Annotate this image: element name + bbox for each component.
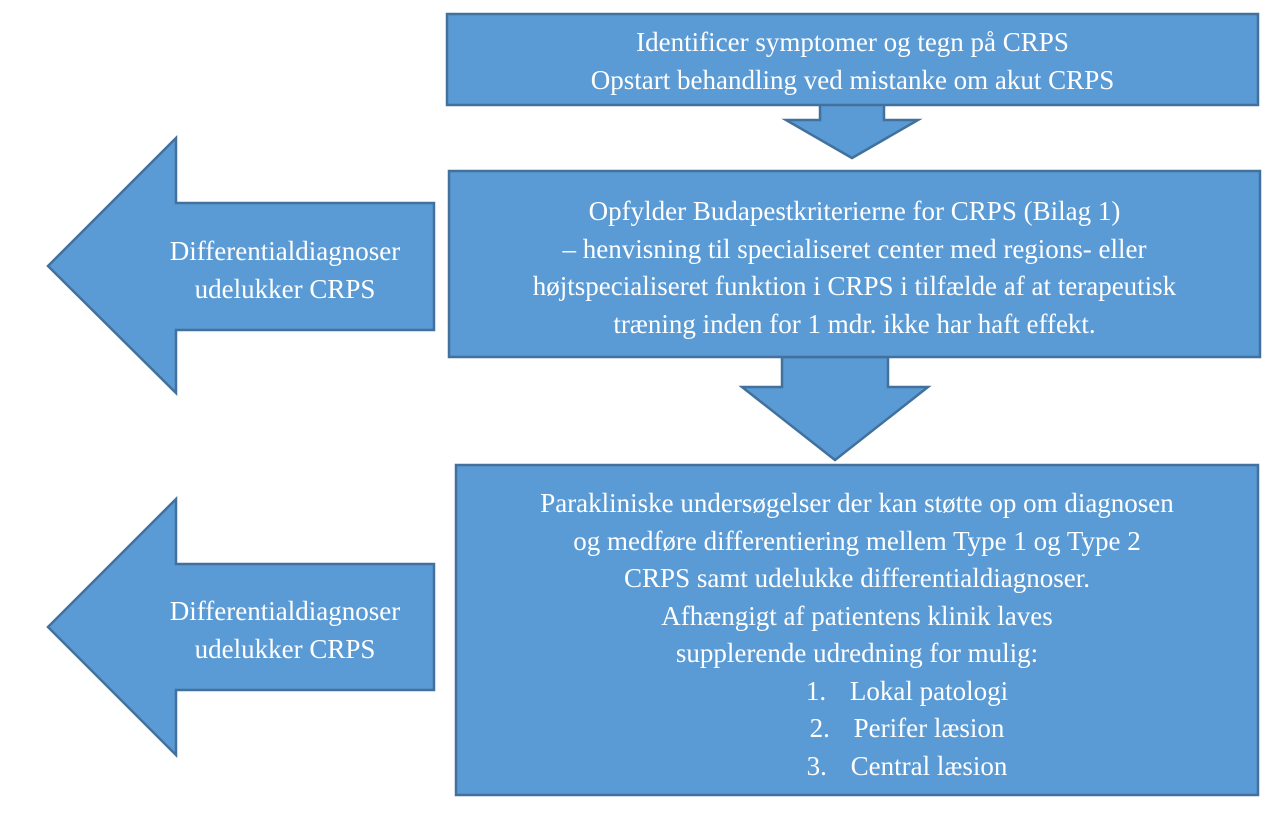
- step1-line-2: Opstart behandling ved mistanke om akut …: [590, 64, 1115, 95]
- list-item-number: 2.: [809, 713, 830, 743]
- step3-line-5: supplerende udredning for mulig:: [675, 638, 1039, 668]
- left-arrow-bottom: [46, 495, 436, 759]
- step2-box: [447, 169, 1262, 359]
- left-arrow-bottom-text: Differentialdiagnoser udelukker CRPS: [120, 593, 450, 668]
- step2-line-4: træning inden for 1 mdr. ikke har haft e…: [613, 308, 1096, 339]
- list-item-text: Perifer læsion: [853, 713, 1005, 743]
- step3-line-1: Parakliniske undersøgelser der kan støtt…: [540, 488, 1174, 518]
- left-arrow-bottom-line-2: udelukker CRPS: [194, 633, 376, 664]
- step3-line-2: og medføre differentiering mellem Type 1…: [573, 525, 1141, 556]
- step2-line-3: højtspecialiseret funktion i CRPS i tilf…: [532, 271, 1177, 301]
- step3-box: [454, 463, 1260, 797]
- left-arrow-top-text: Differentialdiagnoser udelukker CRPS: [120, 233, 450, 308]
- list-item-text: Central læsion: [850, 750, 1008, 781]
- left-arrow-top: [46, 134, 436, 397]
- step1-text: Identificer symptomer og tegn på CRPS Op…: [447, 24, 1258, 99]
- left-arrow-top-line-1: Differentialdiagnoser: [169, 236, 401, 266]
- step1-box: [445, 12, 1260, 107]
- left-arrow-bottom-line-1: Differentialdiagnoser: [169, 596, 401, 626]
- list-item: 3. Central læsion: [506, 748, 1286, 786]
- list-item: 2. Perifer læsion: [506, 710, 1286, 748]
- down-arrow-2: [738, 355, 932, 462]
- step3-text: Parakliniske undersøgelser der kan støtt…: [456, 485, 1258, 785]
- step2-text: Opfylder Budapestkriterierne for CRPS (B…: [449, 193, 1260, 343]
- left-arrow-top-line-2: udelukker CRPS: [194, 273, 376, 304]
- list-item: 1. Lokal patologi: [506, 673, 1286, 711]
- step3-line-4: Afhængigt af patientens klinik laves: [661, 600, 1053, 631]
- list-item-number: 1.: [805, 675, 827, 706]
- list-item-text: Lokal patologi: [849, 675, 1009, 706]
- down-arrow-1: [781, 102, 923, 160]
- step2-line-1: Opfylder Budapestkriterierne for CRPS (B…: [588, 196, 1121, 226]
- step3-list: 1. Lokal patologi 2. Perifer læsion 3. Cent…: [506, 673, 1286, 786]
- step3-line-3: CRPS samt udelukke differentialdiagnoser…: [624, 563, 1090, 593]
- list-item-number: 3.: [806, 750, 827, 781]
- step2-line-2: – henvisning til specialiseret center me…: [562, 233, 1147, 264]
- step1-line-1: Identificer symptomer og tegn på CRPS: [636, 27, 1069, 57]
